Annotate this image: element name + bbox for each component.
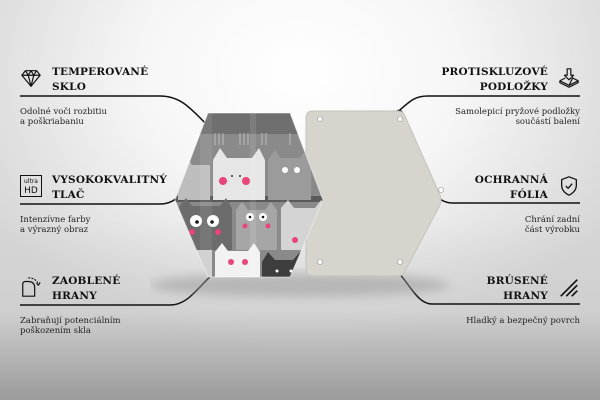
feature-protective-film: OCHRANNÁ FÓLIA Chrání zadní část výrobku [400, 173, 580, 236]
feature-desc-line1: Chrání zadní [524, 214, 580, 225]
feature-rounded-edges: ZAOBLENÉ HRANY Zabraňují potenciálním po… [20, 274, 200, 337]
feature-title-line2: HRANY [503, 290, 548, 302]
feature-desc-line1: Intenzívne farby [20, 214, 91, 225]
feature-desc-line2: a poškriabaniu [20, 117, 84, 127]
diamond-icon [21, 70, 41, 87]
feature-title-line1: TEMPEROVANÉ [52, 66, 149, 78]
feature-title-line2: SKLO [52, 81, 87, 93]
coaster-front-cats [175, 113, 323, 277]
hd-label: HD [24, 186, 38, 196]
feature-title-line2: PODLOŽKY [479, 81, 548, 93]
feature-ground-edges: BRÚSENÉ HRANY Hladký a bezpečný povrch [400, 274, 580, 326]
feature-anti-slip-pads: PROTISKLUZOVÉ PODLOŽKY Samolepicí pryžov… [400, 65, 580, 128]
ultra-label: ultra [24, 178, 38, 185]
product-image [150, 110, 450, 297]
feature-tempered-glass: TEMPEROVANÉ SKLO Odolné voči rozbitiu a … [20, 65, 200, 128]
feature-title-line1: VYSOKOKVALITNÝ [52, 174, 167, 186]
feature-high-quality-print: ultra HD VYSOKOKVALITNÝ TLAČ Intenzívne … [20, 173, 200, 236]
feature-title-line1: BRÚSENÉ [486, 275, 548, 287]
feature-title-line2: TLAČ [52, 189, 85, 201]
feature-desc-line1: Odolné voči rozbitiu [20, 106, 107, 117]
feature-desc-line2: a výrazný obraz [20, 225, 89, 235]
feature-desc-line2: část výrobku [524, 225, 580, 235]
shield-check-icon [561, 176, 577, 196]
anti-slip-pad-icon [559, 68, 579, 88]
feature-title-line2: FÓLIA [509, 189, 548, 201]
feature-desc-line2: součástí balení [515, 117, 580, 127]
feature-desc-line1: Zabraňují potenciálním [20, 315, 121, 326]
feature-title-line1: ZAOBLENÉ [52, 275, 121, 287]
feature-title-line1: PROTISKLUZOVÉ [441, 66, 548, 78]
feature-desc-line1: Hladký a bezpečný povrch [466, 315, 580, 326]
feature-desc-line2: poškozením skla [20, 326, 91, 336]
ground-edge-icon [560, 279, 578, 297]
coaster-back-panel [305, 110, 444, 277]
rounded-corner-icon [22, 277, 41, 297]
feature-title-line2: HRANY [52, 290, 97, 302]
feature-title-line1: OCHRANNÁ [474, 174, 548, 186]
feature-desc-line1: Samolepicí pryžové podložky [455, 106, 580, 117]
ultra-hd-icon: ultra HD [20, 175, 42, 197]
